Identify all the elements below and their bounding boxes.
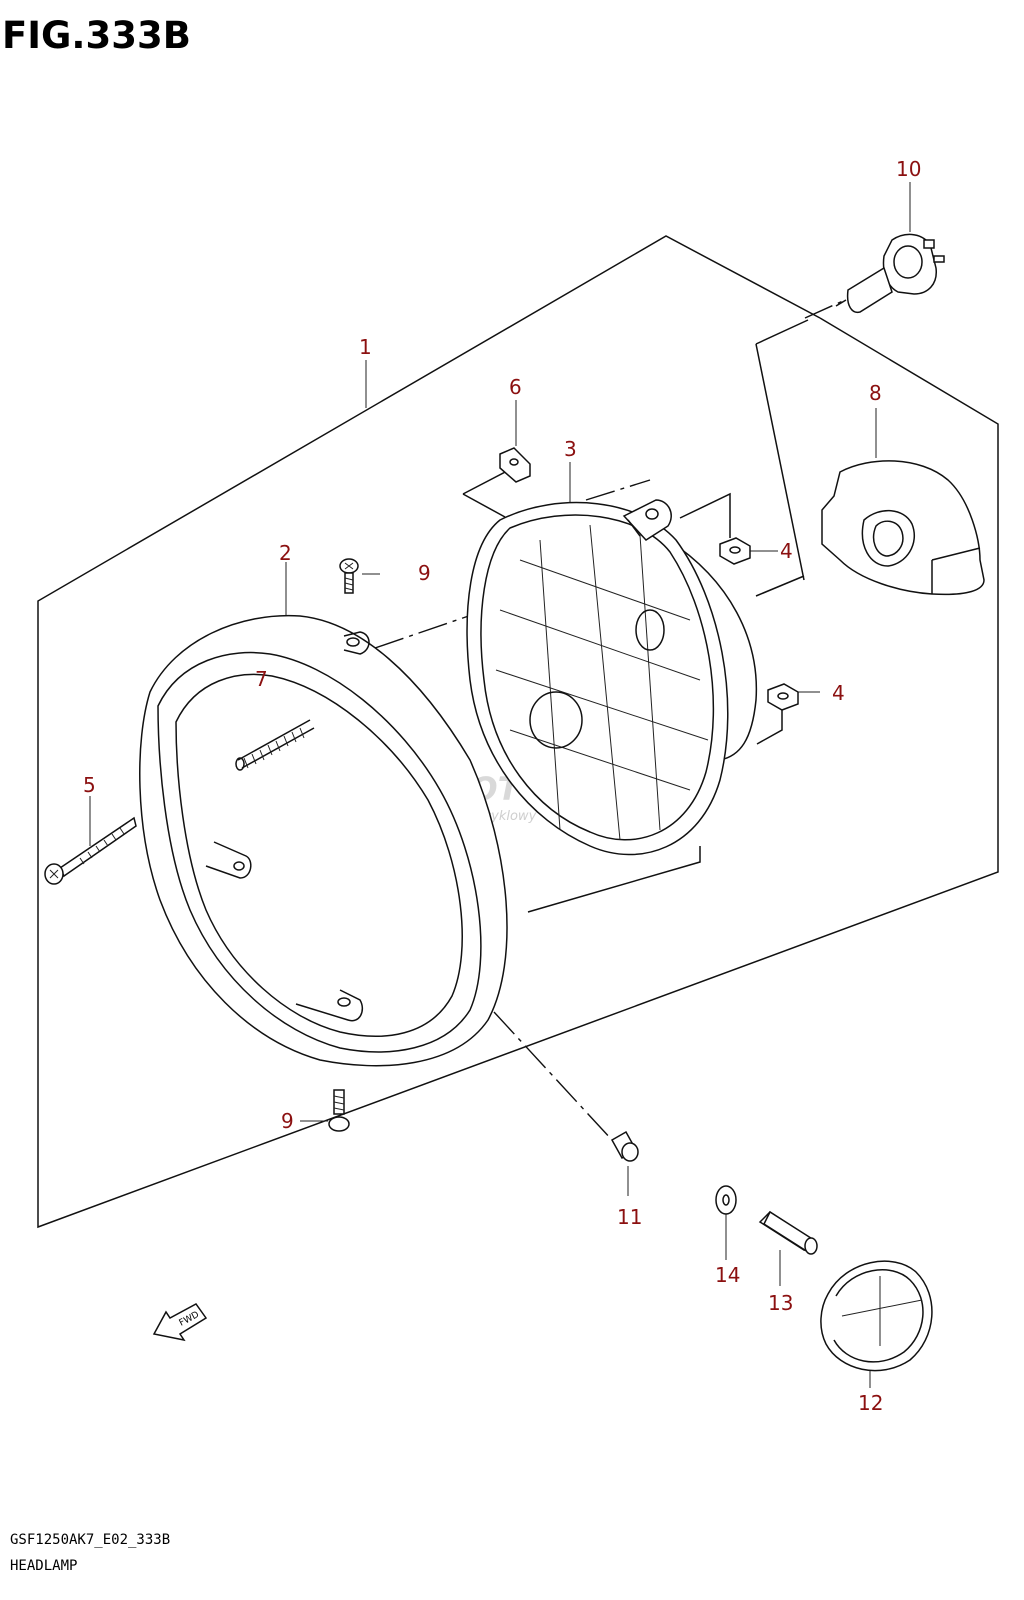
headlamp-unit bbox=[466, 499, 758, 856]
callout-9-upper[interactable]: 9 bbox=[418, 561, 431, 585]
callout-12[interactable]: 12 bbox=[858, 1391, 883, 1415]
socket-cover bbox=[821, 460, 985, 596]
spacer bbox=[758, 1210, 818, 1255]
headlamp-bulb bbox=[835, 233, 945, 314]
callout-4-upper[interactable]: 4 bbox=[780, 539, 793, 563]
lamp-cap bbox=[820, 1260, 933, 1372]
callout-6[interactable]: 6 bbox=[509, 375, 522, 399]
figure-code: GSF1250AK7_E02_333B bbox=[10, 1532, 171, 1548]
callout-5[interactable]: 5 bbox=[83, 773, 96, 797]
long-bolt bbox=[44, 816, 137, 885]
callout-9-lower[interactable]: 9 bbox=[281, 1109, 294, 1133]
callout-2[interactable]: 2 bbox=[279, 541, 292, 565]
callout-3[interactable]: 3 bbox=[564, 437, 577, 461]
callout-8[interactable]: 8 bbox=[869, 381, 882, 405]
grommet-bolt bbox=[610, 1130, 639, 1162]
assembly-outline bbox=[37, 235, 999, 1229]
figure-title: FIG.333B bbox=[2, 14, 191, 57]
callout-7[interactable]: 7 bbox=[255, 667, 268, 691]
adjuster-spring bbox=[235, 719, 315, 771]
figure-name: HEADLAMP bbox=[10, 1558, 78, 1574]
nut-upper bbox=[719, 537, 751, 565]
forward-arrow: FWD bbox=[152, 1303, 208, 1342]
headlamp-rim bbox=[139, 614, 508, 1067]
clip-nut bbox=[499, 447, 531, 483]
callout-labels: 1 2 3 4 4 5 6 7 8 9 9 10 11 12 13 14 bbox=[83, 157, 921, 1415]
screw-upper bbox=[339, 558, 359, 594]
callout-4-lower[interactable]: 4 bbox=[832, 681, 845, 705]
callout-11[interactable]: 11 bbox=[617, 1205, 642, 1229]
nut-lower bbox=[767, 683, 799, 711]
callout-13[interactable]: 13 bbox=[768, 1291, 793, 1315]
screw-lower bbox=[328, 1089, 350, 1132]
callout-14[interactable]: 14 bbox=[715, 1263, 740, 1287]
washer bbox=[715, 1185, 737, 1215]
callout-10[interactable]: 10 bbox=[896, 157, 921, 181]
callout-1[interactable]: 1 bbox=[359, 335, 372, 359]
